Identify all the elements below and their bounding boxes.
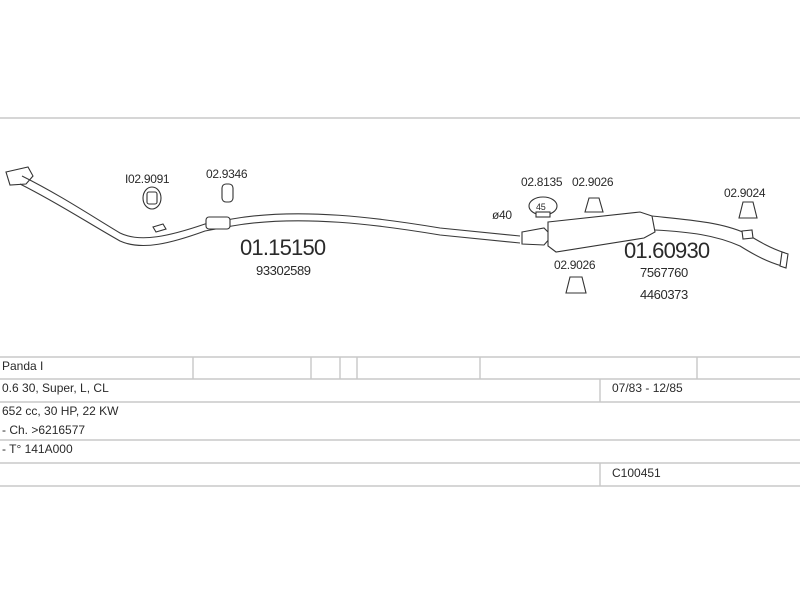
rear-section: [521, 211, 789, 269]
table-chassis: - Ch. >6216577: [2, 423, 86, 437]
hanger-label-1: I02.9091: [125, 172, 170, 186]
hanger-02-9091: [142, 186, 162, 210]
clamp-label: 02.8135: [521, 175, 563, 189]
front-pipe-lower-edge: [19, 183, 521, 247]
rear-silencer-number: 01.60930: [624, 238, 710, 263]
hanger-label-2: 02.9346: [206, 167, 248, 181]
rear-bracket: [741, 229, 754, 240]
rear-tailpipe-lower: [654, 229, 783, 267]
table-engine: 652 cc, 30 HP, 22 KW: [2, 404, 119, 418]
hanger-label-4: 02.9026: [554, 258, 596, 272]
table-years: 07/83 - 12/85: [612, 381, 683, 395]
hanger-02-9346: [221, 183, 234, 203]
front-pipe-upper-edge: [21, 175, 521, 239]
front-flange: [5, 166, 34, 186]
application-table-grid: [0, 356, 800, 487]
front-pipe-number: 01.15150: [240, 235, 326, 260]
rear-silencer-oe-1: 7567760: [640, 265, 688, 280]
clamp-size-badge: 45: [536, 202, 546, 212]
table-type-code: - T° 141A000: [2, 442, 73, 456]
front-pipe-resonator: [205, 216, 231, 230]
front-pipe-bracket: [152, 223, 167, 233]
rear-silencer-oe-2: 4460373: [640, 287, 688, 302]
diameter-label: ø40: [492, 208, 512, 222]
hanger-label-3: 02.9026: [572, 175, 614, 189]
table-variant: 0.6 30, Super, L, CL: [2, 381, 109, 395]
table-code: C100451: [612, 466, 661, 480]
front-pipe: [5, 166, 521, 247]
hanger-02-9026-top: [584, 197, 604, 213]
table-model: Panda I: [2, 359, 44, 373]
front-pipe-oe: 93302589: [256, 263, 311, 278]
tailpipe-end: [779, 251, 789, 269]
hanger-02-9024: [738, 201, 758, 219]
hanger-02-9026-bottom: [565, 276, 587, 294]
hanger-label-5: 02.9024: [724, 186, 766, 200]
rear-silencer-body: [547, 211, 656, 253]
clamp-02-8135: [528, 196, 558, 218]
